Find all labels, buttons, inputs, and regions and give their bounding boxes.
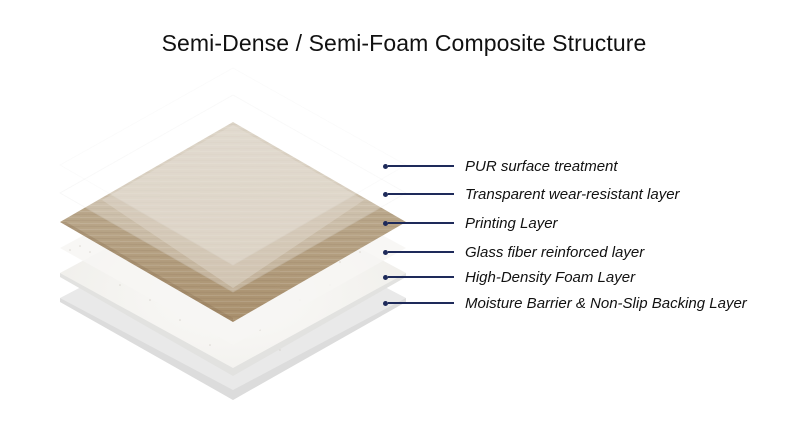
callout-dot-icon (383, 163, 388, 169)
callout-label: Moisture Barrier & Non-Slip Backing Laye… (465, 294, 747, 312)
callout-label: Printing Layer (465, 214, 558, 232)
callout-dot-icon (383, 274, 388, 280)
callout-line (388, 251, 454, 253)
callout-backing: Moisture Barrier & Non-Slip Backing Laye… (383, 293, 747, 313)
callout-label: Glass fiber reinforced layer (465, 243, 645, 261)
callout-label: Transparent wear-resistant layer (465, 185, 680, 203)
callout-transparent-wear: Transparent wear-resistant layer (383, 184, 680, 204)
callout-line (388, 193, 454, 195)
callout-high-density-foam: High-Density Foam Layer (383, 267, 635, 287)
callout-dot-icon (383, 220, 388, 226)
callout-dot-icon (383, 191, 388, 197)
callout-glass-fiber: Glass fiber reinforced layer (383, 242, 644, 262)
layer-printing-wood (60, 122, 406, 322)
callout-printing: Printing Layer (383, 213, 558, 233)
callout-pur-surface: PUR surface treatment (383, 156, 618, 176)
callout-line (388, 165, 454, 167)
callout-dot-icon (383, 249, 388, 255)
callout-line (388, 276, 454, 278)
callout-line (388, 222, 454, 224)
callout-label: PUR surface treatment (465, 157, 618, 175)
callout-label: High-Density Foam Layer (465, 268, 636, 286)
callout-dot-icon (383, 300, 388, 306)
callout-line (388, 302, 454, 304)
diagram-title: Semi-Dense / Semi-Foam Composite Structu… (161, 30, 647, 56)
